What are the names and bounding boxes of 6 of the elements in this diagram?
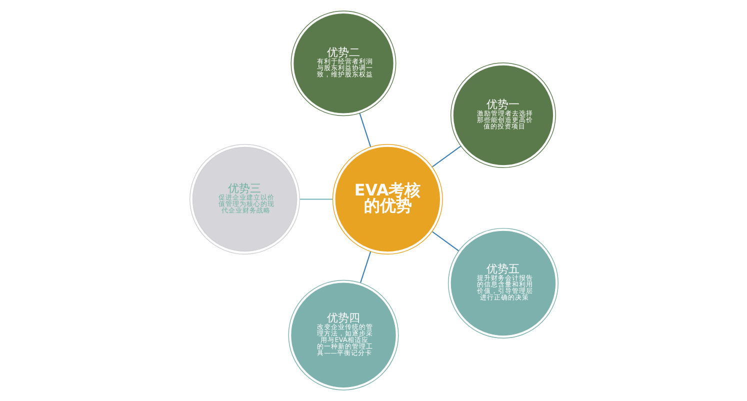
connector xyxy=(358,113,371,148)
connector xyxy=(432,231,458,252)
connector xyxy=(432,146,461,168)
connector xyxy=(299,198,332,200)
node-circle: EVA考核的优势 xyxy=(332,144,442,254)
connector xyxy=(359,251,371,283)
